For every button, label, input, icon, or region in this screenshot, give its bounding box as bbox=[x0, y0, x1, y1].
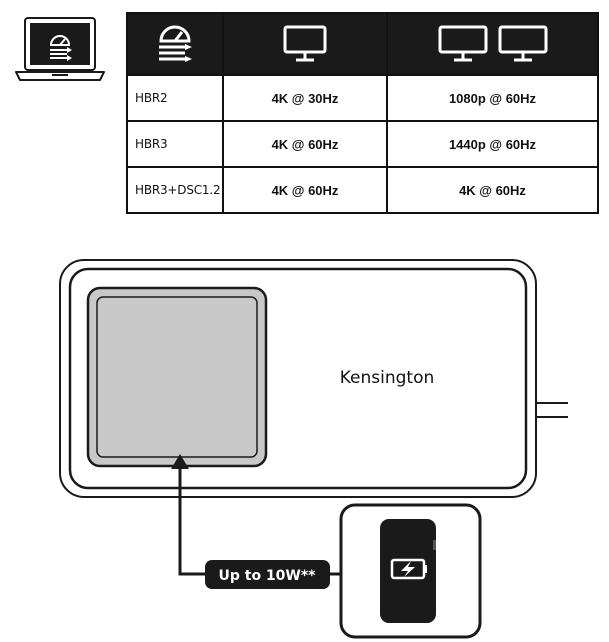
dock-diagram: Kensington Up to 10W** bbox=[59, 259, 568, 639]
single-monitor-icon bbox=[283, 25, 327, 62]
table-row: HBR3 4K @ 60Hz 1440p @ 60Hz bbox=[126, 120, 599, 168]
mode-cell: HBR2 bbox=[126, 74, 224, 122]
brand-logo: Kensington bbox=[340, 368, 435, 388]
charging-pad-inner bbox=[96, 296, 258, 458]
single-monitor-cell: 4K @ 60Hz bbox=[222, 120, 388, 168]
mode-cell: HBR3+DSC1.2 bbox=[126, 166, 224, 214]
laptop-icon bbox=[15, 17, 105, 81]
single-monitor-cell: 4K @ 30Hz bbox=[222, 74, 388, 122]
table-header-row bbox=[126, 12, 599, 76]
dual-monitor-cell: 1440p @ 60Hz bbox=[386, 120, 599, 168]
table-row: HBR3+DSC1.2 4K @ 60Hz 4K @ 60Hz bbox=[126, 166, 599, 214]
resolution-table: HBR2 4K @ 30Hz 1080p @ 60Hz HBR3 4K @ 60… bbox=[126, 12, 599, 214]
phone-charging-icon bbox=[339, 503, 482, 639]
power-arrow-line bbox=[178, 465, 205, 576]
table-row: HBR2 4K @ 30Hz 1080p @ 60Hz bbox=[126, 74, 599, 122]
header-dual-monitor bbox=[386, 12, 599, 76]
single-monitor-cell: 4K @ 60Hz bbox=[222, 166, 388, 214]
arrow-up-icon bbox=[171, 454, 189, 469]
dual-monitor-cell: 1080p @ 60Hz bbox=[386, 74, 599, 122]
power-label-text: Up to 10W** bbox=[218, 568, 316, 584]
header-single-monitor bbox=[222, 12, 388, 76]
dock-bandwidth-icon bbox=[159, 25, 192, 62]
power-label-badge: Up to 10W** bbox=[205, 560, 330, 589]
dual-monitor-icon bbox=[438, 25, 547, 62]
dual-monitor-cell: 4K @ 60Hz bbox=[386, 166, 599, 214]
header-bandwidth bbox=[126, 12, 224, 76]
mode-cell: HBR3 bbox=[126, 120, 224, 168]
